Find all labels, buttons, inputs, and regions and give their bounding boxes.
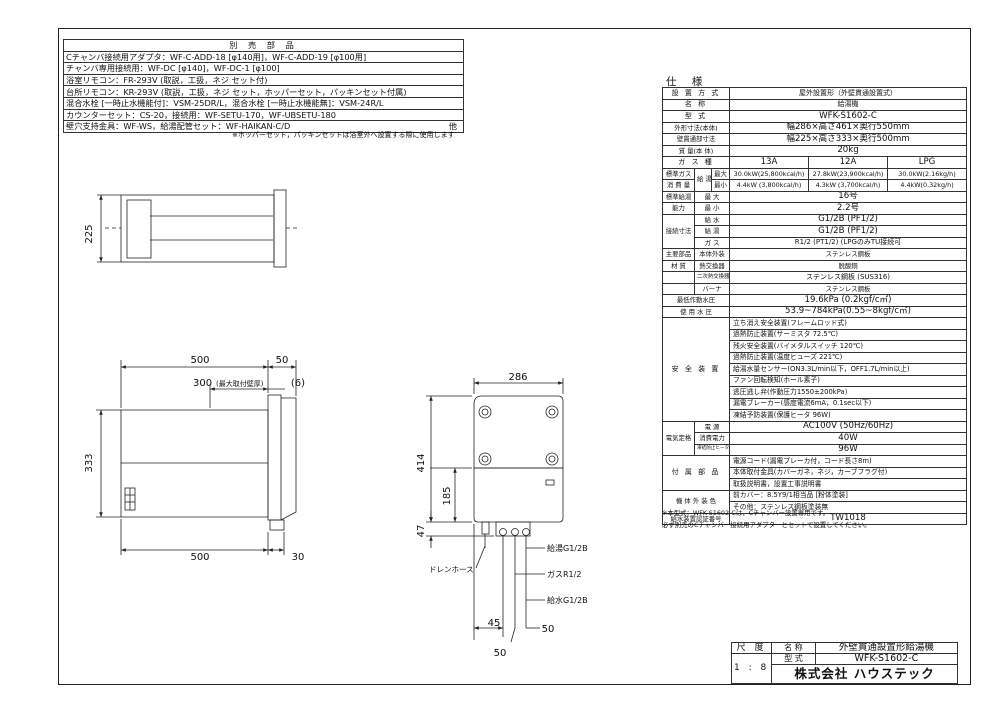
gas-min-value: 4.4kW(0.32kg/h) <box>887 179 968 192</box>
accessory-row-last: 壁穴支持金具：WF-WS，給湯配管セット：WF-HAIKAN-C/D 他 <box>63 120 464 133</box>
accessory-etc: 他 <box>448 121 457 132</box>
capacity-max-label: 最 大 <box>693 190 731 203</box>
accessory-row: Cチャンバ接続用アダプタ：WF-C-ADD-18 [φ140用]，WF-C-AD… <box>63 50 464 64</box>
spec-note: 必ず別売のCチャンバー接続用アダプターとセットで設置してください。 <box>662 521 871 529</box>
max-wall-label: (最大取付壁厚) <box>216 379 264 388</box>
dim-45: 45 <box>488 618 501 629</box>
dim-300: 300 <box>193 378 212 389</box>
gas-type: 12A <box>808 156 889 169</box>
spec-title: 仕 様 <box>666 76 709 88</box>
dim-47: 47 <box>416 525 427 538</box>
gas-connection-label: ガスR1/2 <box>547 569 581 579</box>
gas-max-value: 30.0kW(25,800kcal/h) <box>729 167 810 180</box>
gas-min-label: 最小 <box>710 179 731 192</box>
dim-6: (6) <box>291 378 305 389</box>
accessories-header: 別 売 部 品 <box>63 39 464 52</box>
dim-414: 414 <box>416 453 427 472</box>
company-name: 株式会社 ハウステック <box>771 664 958 684</box>
side-view <box>96 360 297 555</box>
drawing-frame <box>58 28 971 685</box>
dim-500-bottom: 500 <box>190 552 209 563</box>
accessories-table: 別 売 部 品 Cチャンバ接続用アダプタ：WF-C-ADD-18 [φ140用]… <box>63 39 464 133</box>
safety-label: 安 全 装 置 <box>661 317 731 422</box>
connection-hot-label: 給 湯 <box>693 225 731 238</box>
dim-50-right: 50 <box>542 624 555 635</box>
mass-value: 20kg <box>729 144 968 157</box>
capacity-min-label: 最 小 <box>693 202 731 215</box>
hot-connection-label: 給湯G1/2B <box>547 543 588 553</box>
gas-min-value: 4.3kW (3,700kcal/h) <box>808 179 889 192</box>
outer-dim-value: 幅286×高さ461×奥行550mm <box>729 121 968 134</box>
gas-max-value: 30.0kW(2.16kg/h) <box>887 167 968 180</box>
pipe-connections <box>495 521 531 628</box>
dim-50-top: 50 <box>276 355 289 366</box>
connection-water-label: 給 水 <box>693 213 731 226</box>
dim-30: 30 <box>292 552 305 563</box>
mass-label: 質 量(本 体) <box>661 144 731 157</box>
connection-gas-value: R1/2 (PT1/2) (LPGのみTU接続可 <box>729 236 968 249</box>
dim-225: 225 <box>84 224 95 243</box>
wall-dim-label: 壁貫通部寸法 <box>661 133 731 146</box>
scale-value: 1 : 8 <box>730 653 773 684</box>
wall-dim-value: 幅225×高さ333×奥行500mm <box>729 133 968 146</box>
accessories-note: ※ホッパーセット，パッキンセットは浴室外へ設置する際に使用します <box>232 131 455 139</box>
front-view <box>426 378 564 643</box>
exterior-color-label: 機 体 外 装 色 <box>661 489 731 514</box>
accessory-row: 壁穴支持金具：WF-WS，給湯配管セット：WF-HAIKAN-C/D <box>66 121 291 132</box>
exterior-color-item: その他：ステンレス鋼板塗装無 <box>729 501 968 514</box>
certification-value: TW1018 <box>729 512 968 525</box>
capacity-label: 標準給湯 <box>662 190 695 203</box>
dim-185: 185 <box>442 486 453 505</box>
connection-hot-value: G1/2B (PF1/2) <box>729 225 968 238</box>
capacity-max-value: 16号 <box>729 190 968 203</box>
connection-water-value: G1/2B (PF1/2) <box>729 213 968 226</box>
spec-notes: ※本型式：WFK-S1602-Cは，Cチャンバー設置専用です。 必ず別売のCチャ… <box>662 507 871 531</box>
certification-label: 給水装置認証番号 <box>661 512 731 525</box>
capacity-min-value: 2.2号 <box>729 202 968 215</box>
gas-type: LPG <box>887 156 968 169</box>
connection-gas-label: ガ ス <box>693 236 731 249</box>
gas-max-label: 最大 <box>710 167 731 180</box>
dim-333: 333 <box>84 453 95 472</box>
outer-dim-label: 外形寸法(本体) <box>661 121 731 134</box>
water-connection-label: 給水G1/2B <box>547 595 588 605</box>
dim-286: 286 <box>508 372 527 383</box>
top-view <box>97 189 300 268</box>
side-vent <box>124 487 136 511</box>
accessory-parts-label: 付 属 部 品 <box>661 455 731 491</box>
gas-consumption-label: 消 費 量 <box>662 179 695 192</box>
dim-500-top: 500 <box>190 355 209 366</box>
gas-type: 13A <box>729 156 810 169</box>
drain-hose-label: ドレンホース <box>429 565 474 574</box>
dim-50-bottom: 50 <box>494 648 507 659</box>
scale-label: 尺 度 <box>730 642 773 654</box>
spec-note: ※本型式：WFK-S1602-Cは，Cチャンバー設置専用です。 <box>662 509 830 517</box>
